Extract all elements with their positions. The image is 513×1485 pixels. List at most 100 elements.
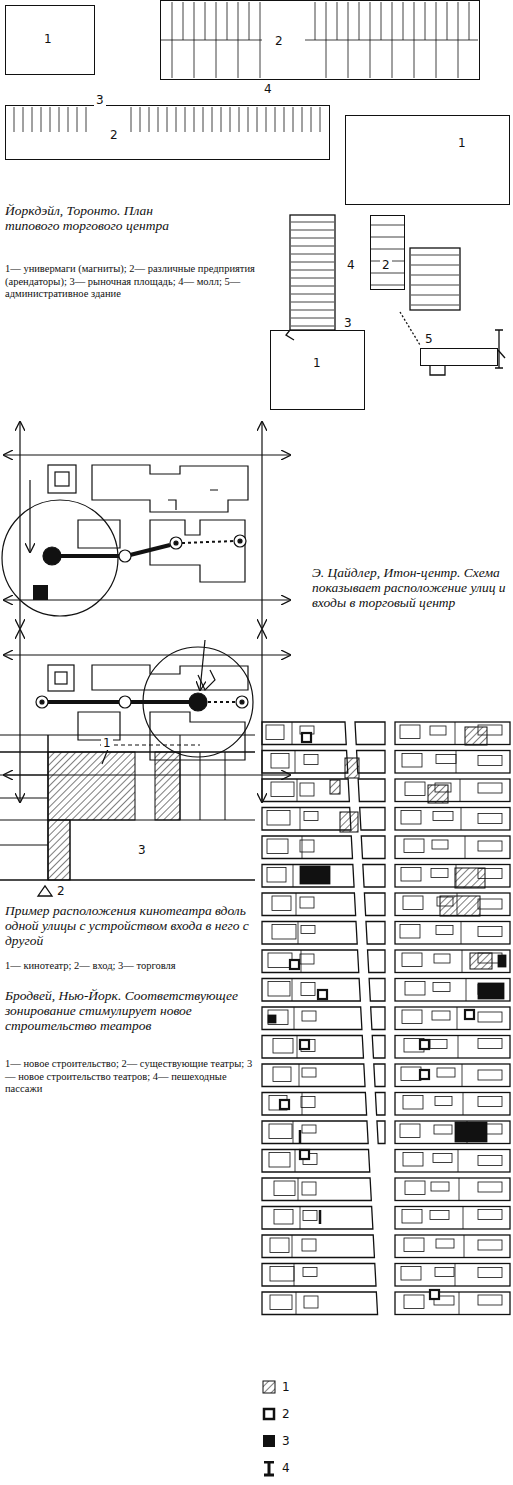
block xyxy=(478,1039,502,1049)
block xyxy=(304,812,318,821)
stroke xyxy=(291,230,334,231)
stroke xyxy=(469,2,470,40)
stroke xyxy=(461,808,462,831)
block xyxy=(395,779,510,802)
block xyxy=(262,1264,376,1287)
block xyxy=(405,1181,425,1195)
building-outline: 1 xyxy=(270,330,365,410)
block xyxy=(262,922,357,945)
block xyxy=(377,1121,385,1144)
block xyxy=(436,926,453,935)
block xyxy=(401,1067,421,1081)
block xyxy=(345,758,359,778)
block xyxy=(262,893,356,916)
block xyxy=(403,896,423,910)
block xyxy=(478,841,502,851)
block xyxy=(302,1068,316,1077)
block xyxy=(434,1125,452,1134)
stroke xyxy=(299,1130,302,1144)
block xyxy=(405,982,425,996)
callout-number: 4 xyxy=(345,258,357,272)
stroke xyxy=(337,2,338,40)
block xyxy=(395,979,510,1002)
stroke xyxy=(257,107,258,132)
block xyxy=(432,1011,450,1020)
new-theatre xyxy=(300,866,330,884)
stroke xyxy=(59,107,60,132)
new-theatre-sample xyxy=(263,1435,275,1447)
stroke xyxy=(292,979,293,1002)
stroke xyxy=(291,294,334,295)
stroke xyxy=(411,285,459,286)
block xyxy=(395,808,510,831)
stroke xyxy=(185,107,186,132)
block xyxy=(360,808,385,831)
block xyxy=(465,727,487,745)
legend-row: 2 xyxy=(262,1407,322,1423)
block xyxy=(303,1268,317,1277)
stroke xyxy=(301,950,302,973)
block xyxy=(300,954,314,964)
block xyxy=(340,812,358,832)
stroke xyxy=(291,286,334,287)
block xyxy=(271,754,289,769)
building-outline: 2 xyxy=(160,0,480,80)
block xyxy=(401,1267,421,1281)
legend-text: 1— кинотеатр; 2— вход; 3— торговля xyxy=(5,960,255,973)
stroke xyxy=(411,295,459,296)
block xyxy=(428,785,448,803)
stroke xyxy=(296,1292,297,1315)
stroke xyxy=(291,262,334,263)
stroke xyxy=(463,1207,464,1230)
stroke xyxy=(411,275,459,276)
block xyxy=(302,1182,316,1195)
block xyxy=(395,1064,510,1087)
stroke xyxy=(294,1007,295,1030)
block xyxy=(270,1295,292,1310)
stroke xyxy=(302,836,303,859)
block xyxy=(262,1064,365,1087)
block xyxy=(402,1010,422,1024)
block xyxy=(395,751,510,774)
legend-label: 3 xyxy=(282,1434,290,1448)
block xyxy=(432,840,448,849)
legend-text: 1— универмаги (магниты); 2— различные пр… xyxy=(5,263,260,301)
block xyxy=(430,1211,449,1220)
block xyxy=(262,1292,378,1315)
block xyxy=(478,1097,502,1107)
block xyxy=(430,726,446,735)
callout-number: 2 xyxy=(273,34,285,48)
stroke xyxy=(291,310,334,311)
block xyxy=(401,868,421,882)
stroke xyxy=(371,237,404,238)
block xyxy=(433,983,450,992)
stroke xyxy=(463,1093,464,1116)
passage-sample xyxy=(264,1462,274,1475)
block xyxy=(364,893,385,916)
stroke xyxy=(457,1007,458,1030)
block xyxy=(431,869,448,878)
callout-number: 1 xyxy=(311,356,323,370)
stroke xyxy=(461,922,462,945)
stroke xyxy=(371,285,404,286)
callout-number: 1 xyxy=(42,32,54,46)
stroke xyxy=(291,222,334,223)
legend-label: 4 xyxy=(282,1461,290,1475)
caption: Э. Цайдлер, Итон-центр. Схема показывает… xyxy=(312,565,510,610)
block xyxy=(478,1156,502,1166)
stroke xyxy=(320,107,321,132)
stroke xyxy=(291,246,334,247)
block xyxy=(300,783,314,796)
stroke xyxy=(291,254,334,255)
block xyxy=(302,1011,316,1021)
stroke xyxy=(131,107,132,132)
stroke xyxy=(447,2,448,40)
stroke xyxy=(455,722,456,745)
block xyxy=(304,1296,318,1308)
stroke xyxy=(462,1064,463,1087)
stroke xyxy=(249,2,250,40)
new-theatre xyxy=(455,1122,487,1142)
stroke xyxy=(23,107,24,132)
block xyxy=(266,725,284,740)
